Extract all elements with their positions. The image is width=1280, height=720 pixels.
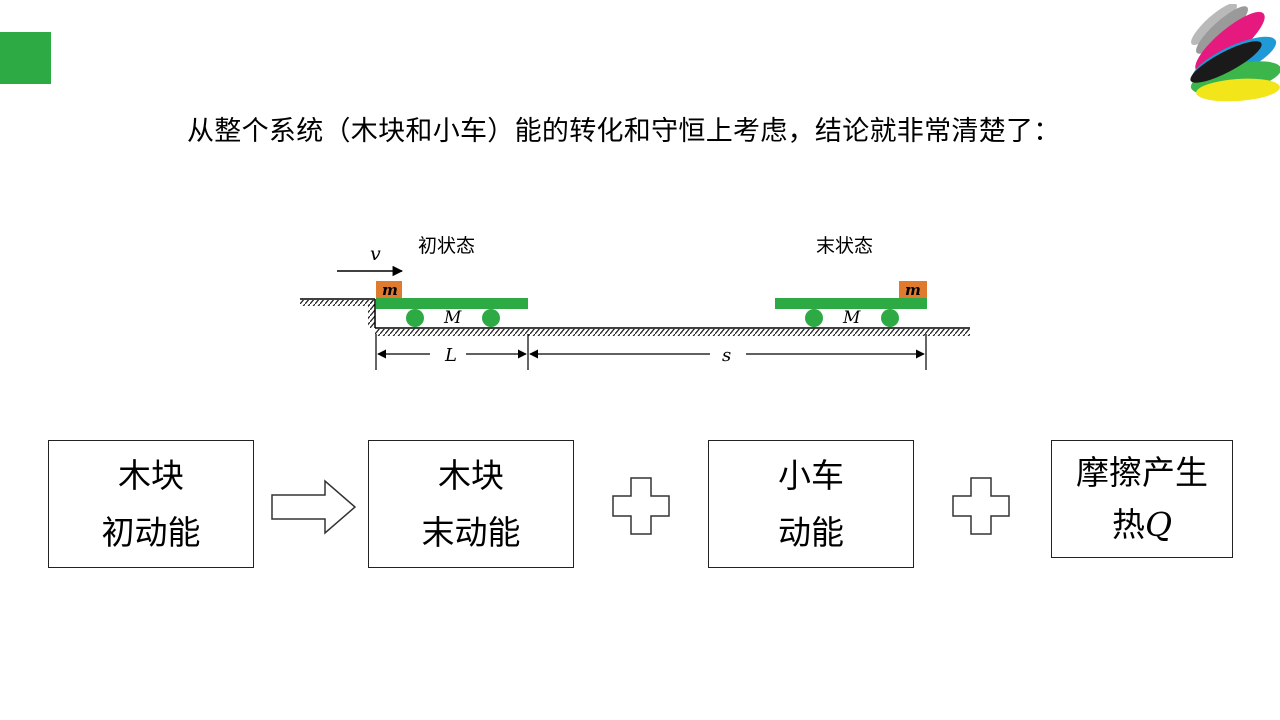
- initial-block-label: m: [382, 281, 398, 299]
- initial-block: [376, 281, 402, 298]
- plus-icon: [952, 477, 1010, 535]
- final-cart-plank: [775, 298, 927, 309]
- heat-symbol: Q: [1144, 505, 1173, 544]
- initial-cart-label: M: [443, 308, 462, 328]
- box4-line1: 摩擦产生: [1076, 453, 1208, 492]
- velocity-label: v: [370, 243, 381, 265]
- physics-diagram: 初状态 末状态 v m M M m L s: [300, 235, 970, 370]
- platform-hatch: [300, 300, 375, 306]
- box4-line2: 热Q: [1112, 499, 1172, 551]
- initial-cart-wheel-right: [482, 309, 500, 327]
- box2-line1: 木块: [438, 456, 504, 495]
- right-arrow-icon: [271, 479, 357, 535]
- final-block: [899, 281, 927, 298]
- step-hatch: [368, 300, 375, 328]
- box2-line2: 末动能: [421, 513, 521, 552]
- box-friction-heat: 摩擦产生 热Q: [1051, 440, 1233, 558]
- final-block-label: m: [905, 281, 921, 299]
- ground-hatch: [375, 329, 970, 336]
- distance-label: s: [722, 345, 731, 366]
- length-label: L: [444, 345, 457, 366]
- box3-line1: 小车: [778, 456, 844, 495]
- box1-line1: 木块: [118, 456, 184, 495]
- initial-cart-plank: [376, 298, 528, 309]
- box3-line2: 动能: [778, 513, 844, 552]
- box1-line2: 初动能: [101, 513, 201, 552]
- final-cart-label: M: [842, 308, 861, 328]
- box4-line2-prefix: 热: [1111, 505, 1145, 544]
- final-cart-wheel-left: [805, 309, 823, 327]
- brand-logo: [1190, 4, 1280, 102]
- initial-cart-wheel-left: [406, 309, 424, 327]
- box-block-final-ke: 木块 末动能: [368, 440, 574, 568]
- final-cart-wheel-right: [881, 309, 899, 327]
- box-cart-ke: 小车 动能: [708, 440, 914, 568]
- box-block-initial-ke: 木块 初动能: [48, 440, 254, 568]
- plus-icon: [612, 477, 670, 535]
- final-state-label: 末状态: [816, 235, 873, 257]
- initial-state-label: 初状态: [418, 235, 475, 257]
- green-accent-tab: [0, 32, 51, 84]
- intro-paragraph: 从整个系统（木块和小车）能的转化和守恒上考虑，结论就非常清楚了：: [187, 116, 1061, 147]
